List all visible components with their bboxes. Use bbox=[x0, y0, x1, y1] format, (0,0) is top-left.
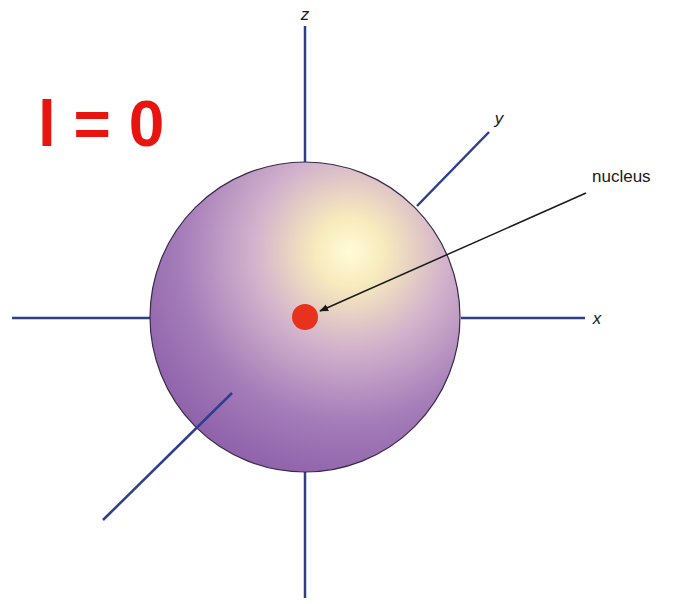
quantum-number-label: l = 0 bbox=[38, 92, 164, 156]
nucleus-label: nucleus bbox=[592, 168, 651, 185]
z-axis bbox=[304, 472, 307, 598]
y-axis bbox=[103, 393, 232, 520]
z-axis bbox=[304, 26, 307, 163]
leader-line bbox=[320, 193, 586, 311]
electron-cloud bbox=[150, 162, 460, 472]
nucleus-dot bbox=[292, 304, 318, 330]
y-axis bbox=[417, 132, 489, 206]
axis-label: x bbox=[593, 310, 602, 327]
axis-label: z bbox=[301, 6, 310, 23]
x-axis bbox=[12, 317, 150, 320]
x-axis bbox=[461, 317, 585, 320]
axis-label: y bbox=[495, 110, 504, 127]
